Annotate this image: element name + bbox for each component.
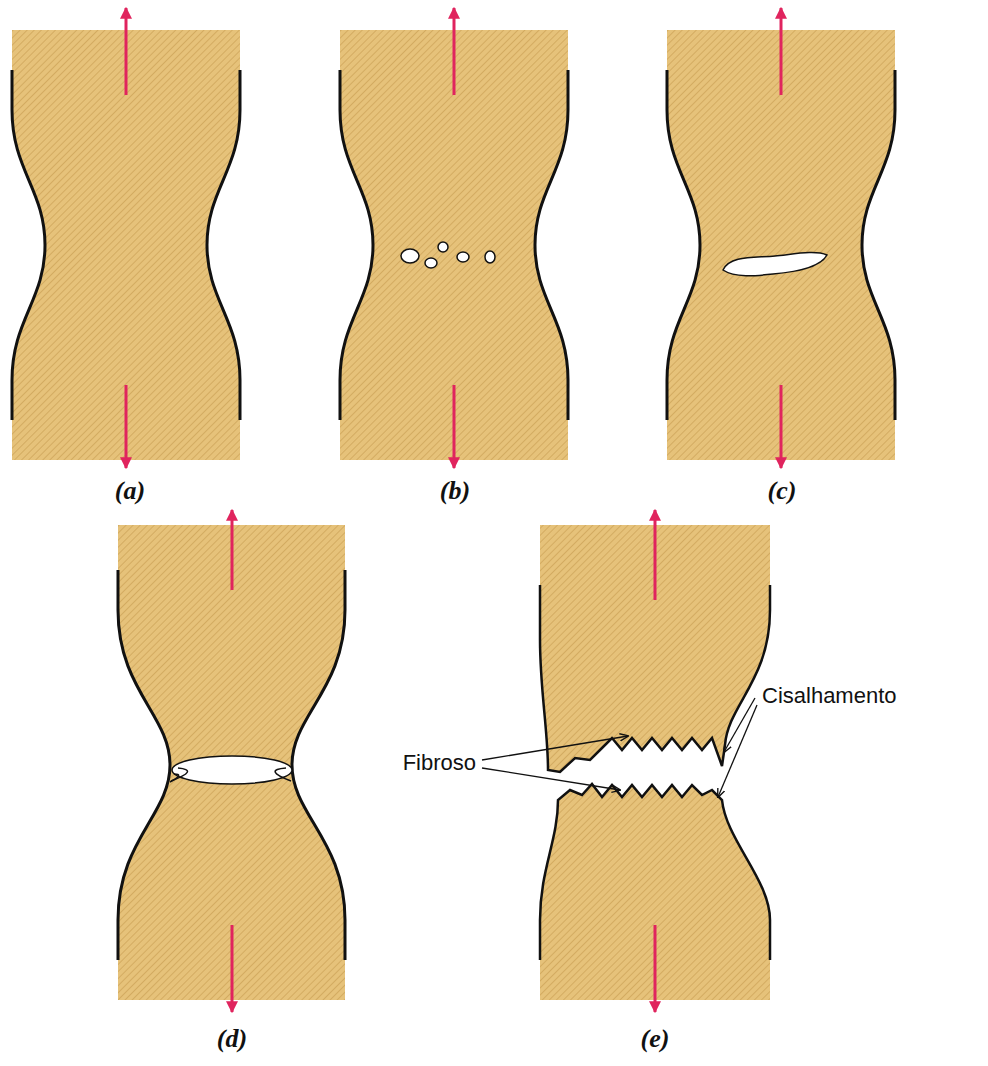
figure-caption: (c) — [768, 476, 797, 506]
leader-line — [482, 736, 628, 760]
figure-caption: (e) — [641, 1024, 670, 1054]
region-label: Cisalhamento — [762, 683, 897, 709]
specimen-e — [482, 510, 770, 1012]
leader-line — [724, 698, 755, 752]
region-label: Fibroso — [403, 750, 476, 776]
specimen-d — [118, 510, 345, 1012]
figure-caption: (b) — [440, 476, 470, 506]
leader-line — [482, 768, 620, 790]
figure-caption: (d) — [217, 1024, 247, 1054]
specimen-a — [12, 8, 240, 468]
specimen-b — [340, 8, 568, 468]
leader-line — [718, 705, 757, 797]
figure-caption: (a) — [115, 476, 145, 506]
specimen-c — [667, 8, 895, 468]
